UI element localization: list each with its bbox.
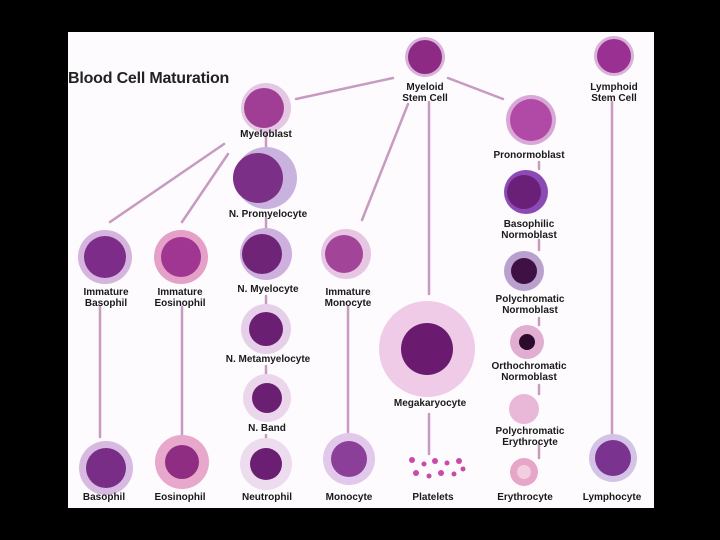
label-platelets: Platelets — [412, 492, 454, 503]
label-polychromatic-erythrocyte: Polychromatic Erythrocyte — [495, 426, 565, 448]
label-pronormoblast: Pronormoblast — [493, 150, 565, 161]
myeloblast-image — [241, 83, 291, 133]
lymphoid-stem-cell-image — [594, 36, 634, 76]
label-megakaryocyte: Megakaryocyte — [393, 398, 467, 409]
cell-images — [78, 36, 637, 495]
polychromatic-erythrocyte-image — [509, 394, 539, 424]
lymphocyte-image — [589, 434, 637, 482]
label-metamyelocyte: N. Metamyelocyte — [225, 354, 311, 365]
label-myeloblast: Myeloblast — [240, 129, 292, 140]
label-lymphocyte: Lymphocyte — [582, 492, 642, 503]
label-immature-monocyte: Immature Monocyte — [324, 287, 372, 309]
label-basophilic-normoblast: Basophilic Normoblast — [501, 219, 557, 241]
label-orthochromatic-normoblast: Orthochromatic Normoblast — [491, 361, 567, 383]
line-myeloblast-to-eosinophil — [180, 152, 230, 224]
label-immature-eosinophil: Immature Eosinophil — [154, 287, 206, 309]
basophilic-normoblast-image — [504, 170, 548, 214]
label-lymphoid-stem-cell: Lymphoid Stem Cell — [590, 82, 638, 104]
label-eosinophil: Eosinophil — [154, 492, 206, 503]
diagram-title: Blood Cell Maturation — [68, 70, 230, 87]
line-myeloblast-to-basophil — [108, 142, 226, 224]
diagram-slide: Blood Cell Maturation — [68, 32, 654, 508]
immature-monocyte-image — [321, 229, 371, 279]
band-image — [243, 374, 291, 422]
orthochromatic-normoblast-image — [510, 325, 544, 359]
erythrocyte-image — [510, 458, 538, 486]
monocyte-image — [323, 433, 375, 485]
label-band: N. Band — [248, 423, 286, 434]
immature-eosinophil-image — [154, 230, 208, 284]
platelets-image — [409, 457, 466, 479]
label-immature-basophil: Immature Basophil — [83, 287, 129, 309]
label-neutrophil: Neutrophil — [242, 492, 292, 503]
pronormoblast-image — [506, 95, 556, 145]
line-stem-to-monocyte — [360, 102, 410, 222]
neutrophil-image — [240, 438, 292, 490]
connector-lines — [78, 36, 637, 495]
myelocyte-image — [240, 228, 292, 280]
basophil-image — [79, 441, 133, 495]
label-promyelocyte: N. Promyelocyte — [228, 209, 308, 220]
label-monocyte: Monocyte — [325, 492, 373, 503]
eosinophil-image — [155, 435, 209, 489]
myeloid-stem-cell-image — [405, 37, 445, 77]
metamyelocyte-image — [241, 304, 291, 354]
megakaryocyte-image — [379, 301, 475, 397]
label-basophil: Basophil — [82, 492, 126, 503]
label-myelocyte: N. Myelocyte — [237, 284, 299, 295]
line-stem-to-pronormoblast — [446, 76, 505, 101]
promyelocyte-image — [233, 147, 297, 209]
immature-basophil-image — [78, 230, 132, 284]
label-myeloid-stem-cell: Myeloid Stem Cell — [402, 82, 448, 104]
polychromatic-normoblast-image — [504, 251, 544, 291]
label-polychromatic-normoblast: Polychromatic Normoblast — [495, 294, 565, 316]
line-stem-to-myeloblast — [294, 76, 395, 101]
label-erythrocyte: Erythrocyte — [497, 492, 553, 503]
